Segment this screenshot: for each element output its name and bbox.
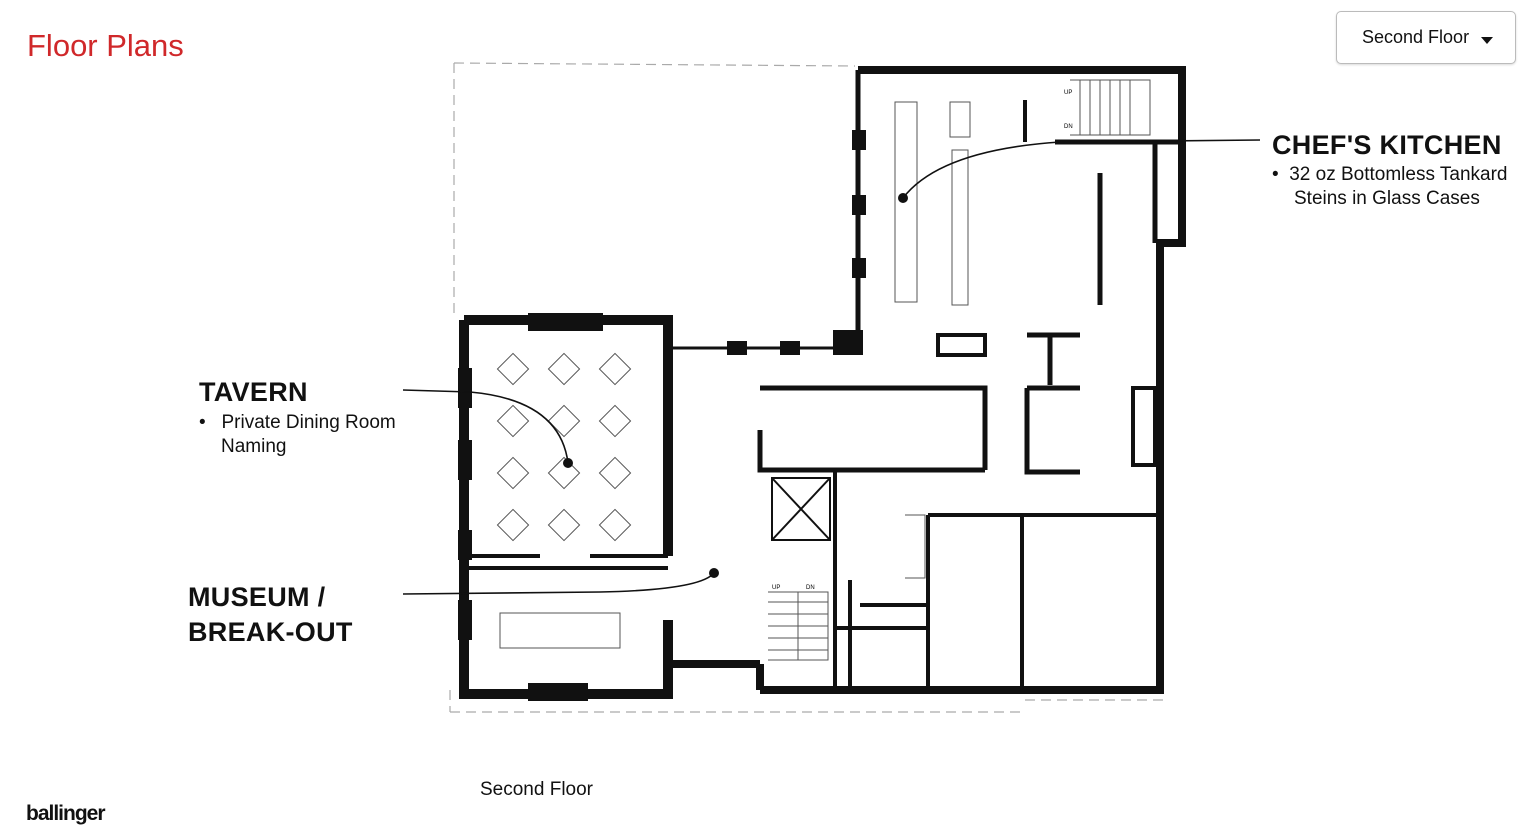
furniture: [496, 79, 1151, 661]
tavern-label: TAVERN: [199, 377, 308, 407]
plan-caption: Second Floor: [480, 779, 594, 800]
tavern-tables: [496, 352, 632, 542]
floor-select-value: Second Floor: [1362, 27, 1470, 47]
breakout-label: BREAK-OUT: [188, 617, 353, 647]
floor-select-dropdown[interactable]: Second Floor: [1336, 11, 1516, 64]
leader-lines: [402, 139, 1261, 595]
columns: [458, 130, 866, 701]
stair-dn-label: DN: [806, 585, 815, 591]
ballinger-logo: ballinger: [26, 802, 106, 825]
museum-label: MUSEUM /: [188, 582, 326, 612]
chevron-down-icon: [1481, 37, 1493, 44]
stair-up-label: UP: [772, 585, 780, 591]
stair-dn-label: DN: [1064, 124, 1073, 130]
stair-up-label: UP: [1064, 90, 1072, 96]
walls: [459, 66, 1186, 699]
chefs-kitchen-label: CHEF'S KITCHEN: [1272, 130, 1502, 160]
leader-dots: [563, 193, 908, 578]
outline-dashed: [449, 62, 1165, 713]
page-title: Floor Plans: [27, 28, 184, 63]
